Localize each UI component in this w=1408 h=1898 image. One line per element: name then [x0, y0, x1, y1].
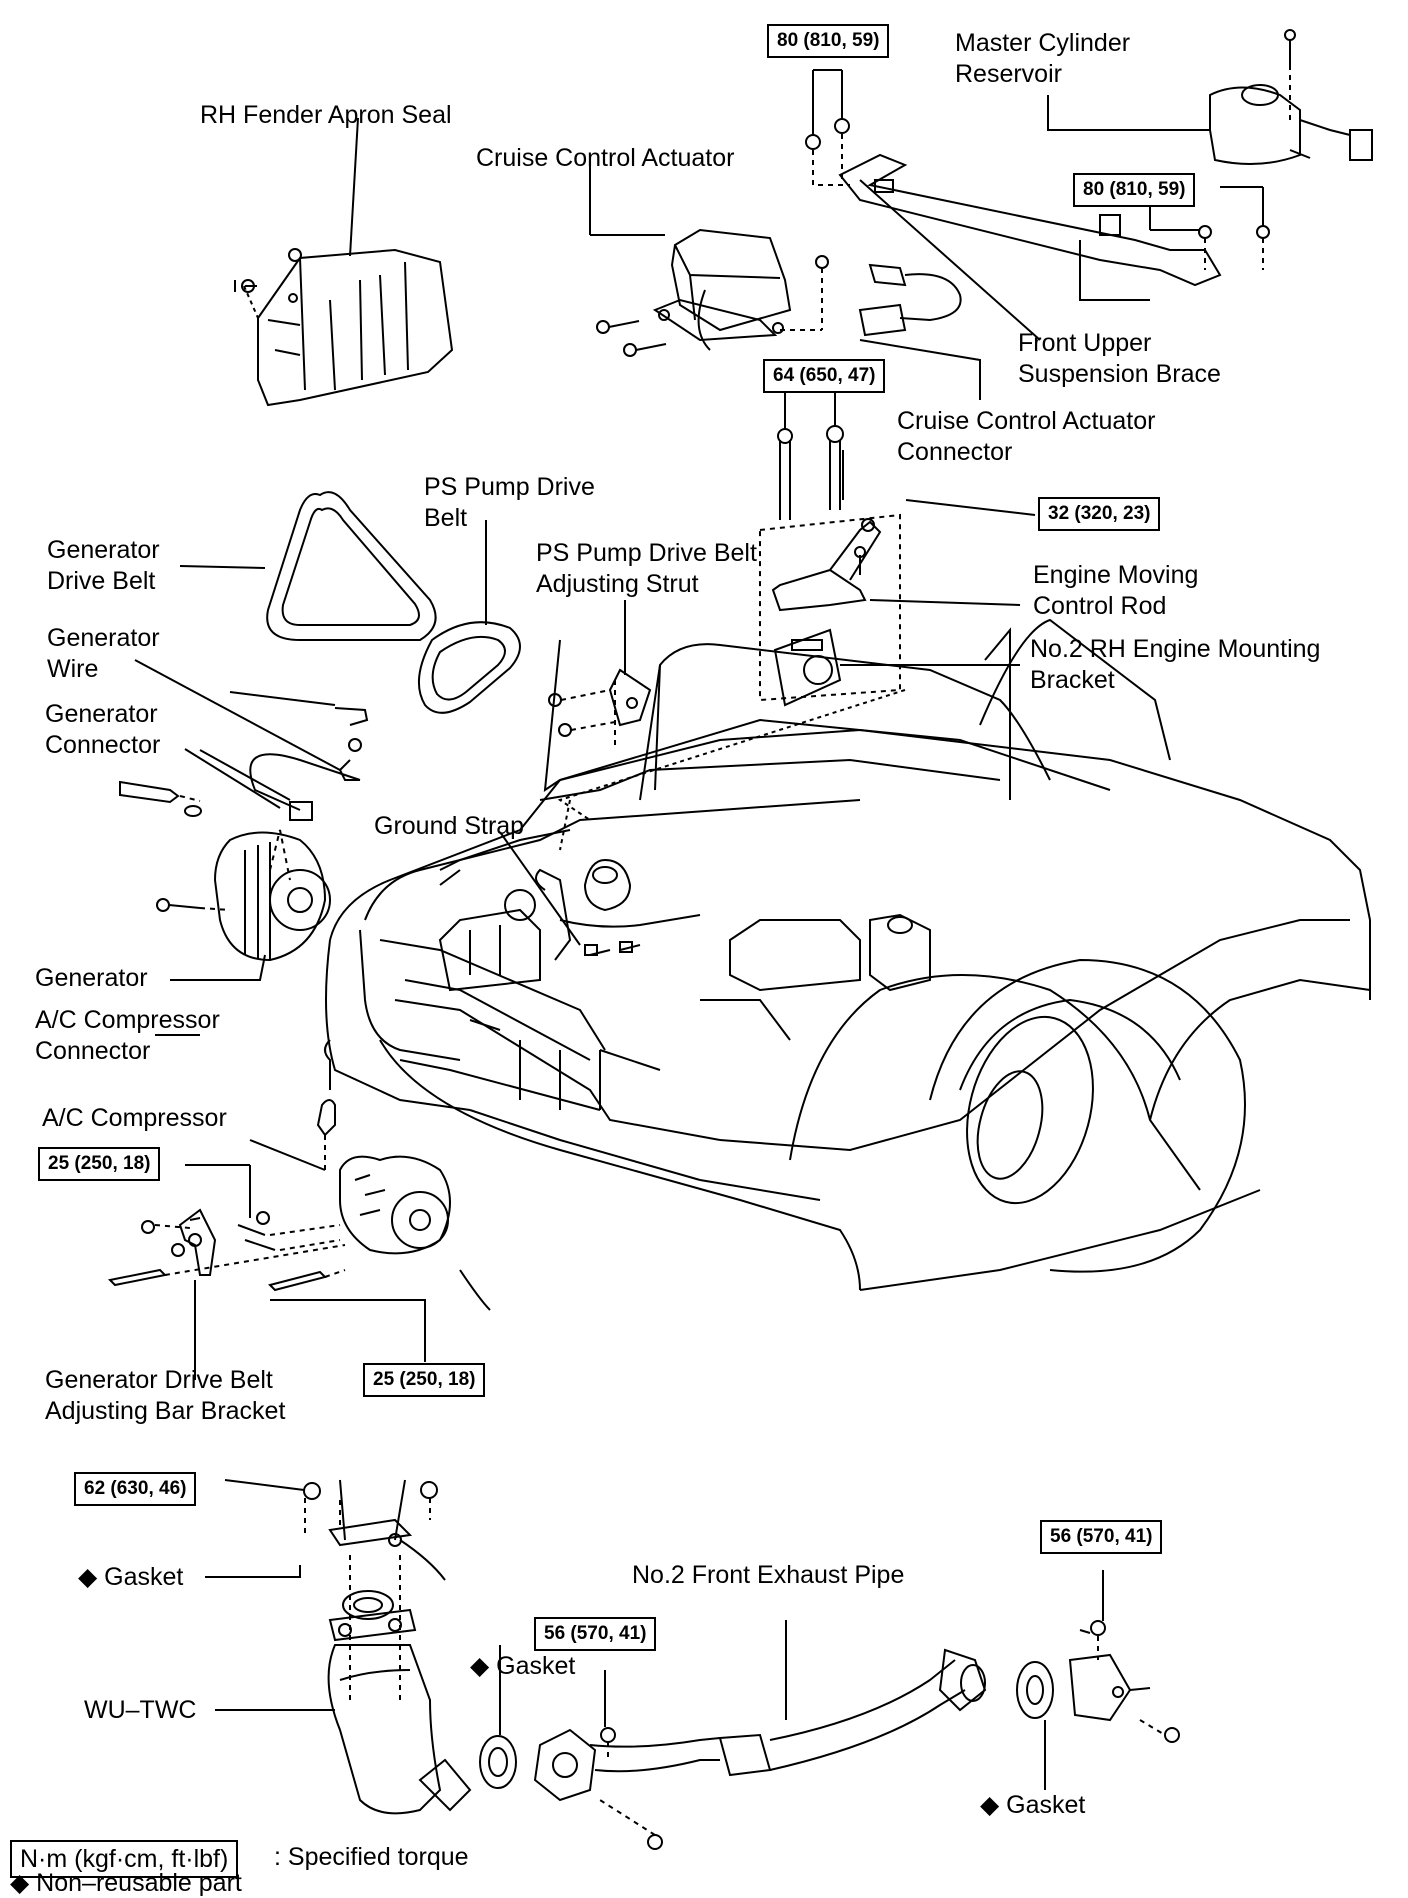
label-generator-drive-belt-adjusting-bar-bracket: Generator Drive Belt Adjusting Bar Brack… [45, 1366, 286, 1425]
ac-compressor-part [107, 1039, 491, 1380]
label-master-cylinder-reservoir: Master Cylinder Reservoir [955, 29, 1131, 88]
legend-torque-unit: N·m (kgf·cm, ft·lbf) [10, 1840, 239, 1878]
label-ac-compressor: A/C Compressor [42, 1104, 227, 1132]
ps-pump-drive-belt-part [417, 520, 521, 714]
torque-mount-bolts: 64 (650, 47) [763, 359, 886, 393]
torque-compressor-upper: 25 (250, 18) [38, 1147, 161, 1181]
label-front-upper-suspension-brace: Front Upper Suspension Brace [1018, 329, 1221, 388]
torque-twc-nuts: 62 (630, 46) [74, 1472, 197, 1506]
label-no2-front-exhaust-pipe: No.2 Front Exhaust Pipe [632, 1561, 905, 1589]
torque-exhaust-middle: 56 (570, 41) [534, 1617, 657, 1651]
label-gasket-right: ◆ Gasket [980, 1791, 1086, 1819]
label-no2-rh-engine-mounting-bracket: No.2 RH Engine Mounting Bracket [1030, 635, 1321, 694]
ground-strap-leader [499, 831, 581, 946]
label-ps-pump-drive-belt-adjusting-strut: PS Pump Drive Belt Adjusting Strut [536, 539, 757, 598]
label-generator-wire: Generator Wire [47, 624, 160, 683]
label-generator-connector: Generator Connector [45, 700, 161, 759]
torque-control-rod-bolt: 32 (320, 23) [1038, 497, 1161, 531]
fender-apron-seal-part [234, 117, 454, 407]
label-ground-strap: Ground Strap [374, 812, 525, 840]
generator-drive-belt-part [179, 491, 437, 641]
label-rh-fender-apron-seal: RH Fender Apron Seal [200, 101, 452, 129]
vehicle-body-part [325, 618, 1371, 1291]
label-wu-twc: WU–TWC [84, 1696, 197, 1724]
legend-torque-desc: : Specified torque [274, 1843, 469, 1871]
ps-strut-part [548, 600, 652, 745]
label-engine-moving-control-rod: Engine Moving Control Rod [1033, 561, 1199, 620]
label-gasket-middle: ◆ Gasket [470, 1652, 576, 1680]
torque-brace-nuts-right: 80 (810, 59) [1073, 173, 1196, 207]
torque-compressor-lower: 25 (250, 18) [363, 1363, 486, 1397]
label-ac-compressor-connector: A/C Compressor Connector [35, 1006, 220, 1065]
label-generator: Generator [35, 964, 148, 992]
label-ps-pump-drive-belt: PS Pump Drive Belt [424, 473, 595, 532]
cruise-control-actuator-part [589, 160, 981, 400]
legend-nonreusable: ◆ Non–reusable part [10, 1869, 242, 1897]
label-gasket-upper: ◆ Gasket [78, 1563, 184, 1591]
label-generator-drive-belt: Generator Drive Belt [47, 536, 160, 595]
label-cruise-control-actuator-connector: Cruise Control Actuator Connector [897, 407, 1156, 466]
exhaust-part [205, 1479, 1180, 1850]
torque-brace-nuts-left: 80 (810, 59) [767, 24, 890, 58]
torque-exhaust-right: 56 (570, 41) [1040, 1520, 1163, 1554]
master-cylinder-reservoir-part [1047, 29, 1373, 165]
generator-part [119, 659, 369, 981]
leader-lines [155, 179, 1041, 1036]
label-cruise-control-actuator: Cruise Control Actuator [476, 144, 735, 172]
